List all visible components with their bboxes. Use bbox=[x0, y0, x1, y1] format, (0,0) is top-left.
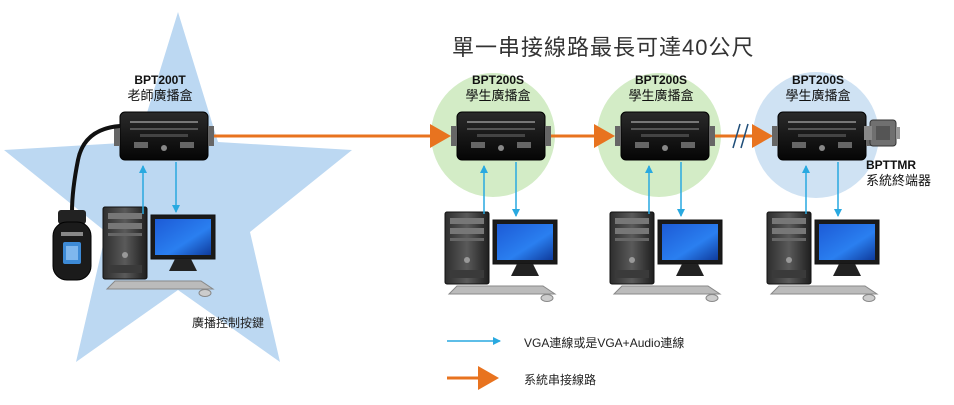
teacher-computer bbox=[102, 206, 216, 297]
legend-chain-label: 系統串接線路 bbox=[524, 373, 597, 387]
broadcast-key-device bbox=[52, 210, 92, 281]
student-box-model-1: BPT200S bbox=[471, 73, 525, 87]
teacher-box-label: BPT200T 老師廣播盒 bbox=[110, 73, 210, 103]
break-mark-1 bbox=[732, 123, 741, 149]
teacher-box-device bbox=[113, 111, 215, 161]
terminator-model: BPTTMR bbox=[866, 158, 916, 172]
terminator-label: BPTTMR 系統終端器 bbox=[866, 158, 946, 188]
legend-vga-label: VGA連線或是VGA+Audio連線 bbox=[524, 336, 685, 350]
break-mark-2 bbox=[740, 123, 749, 149]
student-box-device-3 bbox=[771, 111, 873, 161]
student-computer-3 bbox=[766, 211, 880, 302]
student-computer-2 bbox=[609, 211, 723, 302]
teacher-area-star bbox=[4, 12, 352, 362]
student-box-name-1: 學生廣播盒 bbox=[465, 88, 531, 103]
student-box-model-2: BPT200S bbox=[634, 73, 688, 87]
terminator-name: 系統終端器 bbox=[866, 173, 932, 188]
student-box-label-3: BPT200S 學生廣播盒 bbox=[768, 73, 868, 103]
student-box-label-1: BPT200S 學生廣播盒 bbox=[448, 73, 548, 103]
student-box-device-2 bbox=[614, 111, 716, 161]
terminator-plug bbox=[864, 119, 900, 147]
diagram-title: 單一串接線路最長可達40公尺 bbox=[452, 35, 755, 60]
teacher-box-name: 老師廣播盒 bbox=[127, 88, 193, 103]
student-box-name-3: 學生廣播盒 bbox=[785, 88, 851, 103]
student-box-name-2: 學生廣播盒 bbox=[628, 88, 694, 103]
student-box-device-1 bbox=[450, 111, 552, 161]
handset-cable bbox=[70, 124, 121, 213]
teacher-box-model: BPT200T bbox=[134, 73, 186, 87]
student-computer-1 bbox=[444, 211, 558, 302]
broadcast-key-label: 廣播控制按鍵 bbox=[192, 316, 265, 330]
student-box-model-3: BPT200S bbox=[791, 73, 845, 87]
student-box-label-2: BPT200S 學生廣播盒 bbox=[611, 73, 711, 103]
